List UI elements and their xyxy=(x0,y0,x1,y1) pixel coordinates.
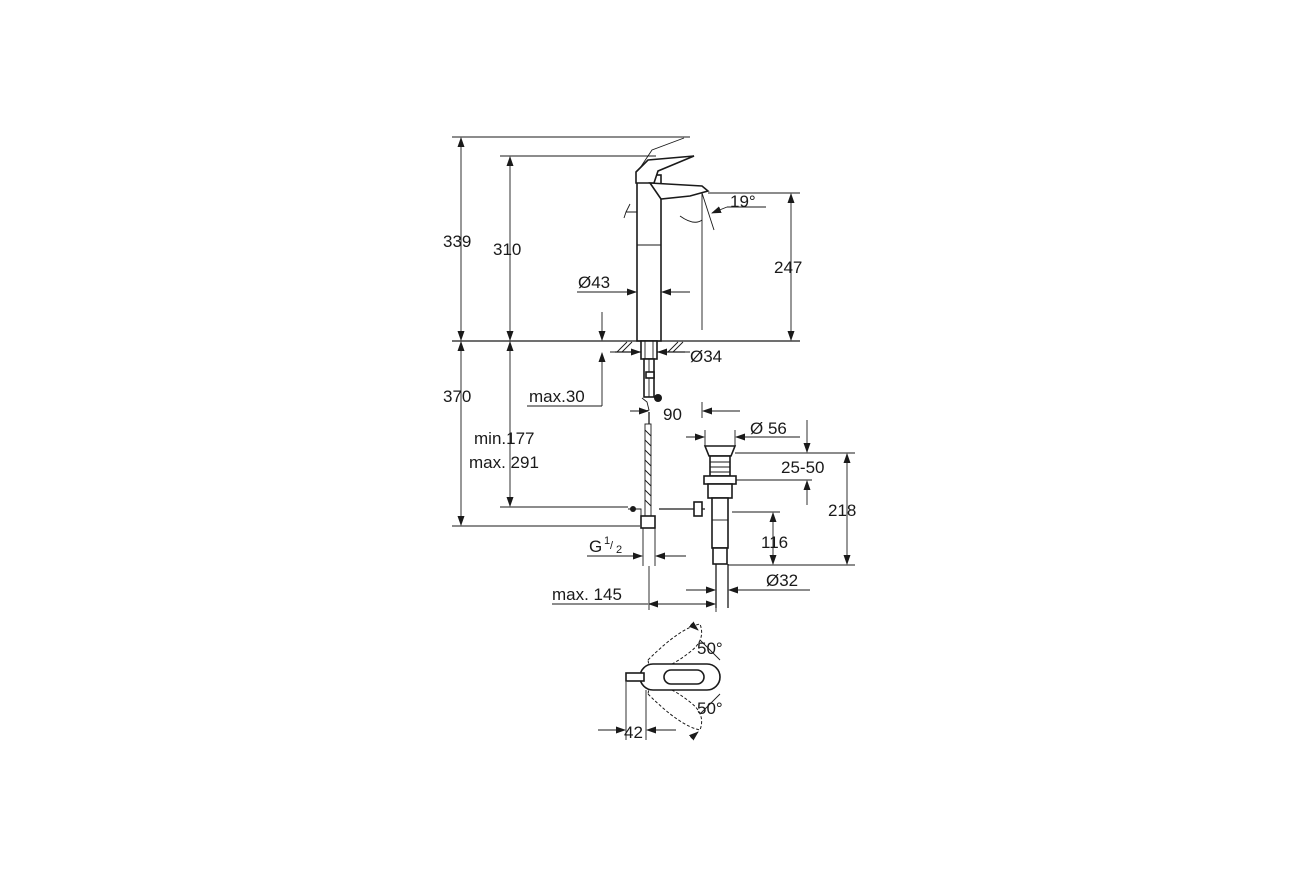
dimension-labels: 339 310 247 370 Ø43 19° Ø34 max.30 90 Ø … xyxy=(443,192,856,742)
label-connection-den: 2 xyxy=(616,544,622,556)
label-hole-diameter: Ø34 xyxy=(690,347,722,366)
flex-hose xyxy=(628,412,656,529)
label-370: 370 xyxy=(443,387,471,406)
pop-up-waste xyxy=(659,445,737,608)
label-connection-slash: / xyxy=(610,540,614,552)
label-339: 339 xyxy=(443,232,471,251)
label-waste-diameter: Ø 56 xyxy=(750,419,787,438)
label-deck-thickness: max.30 xyxy=(529,387,585,406)
faucet-body xyxy=(623,137,710,342)
label-plan-width: 42 xyxy=(624,723,643,742)
label-waste-range: 25-50 xyxy=(781,458,824,477)
label-310: 310 xyxy=(493,240,521,259)
label-247: 247 xyxy=(774,258,802,277)
label-connection-g: G xyxy=(589,537,602,556)
label-hose-max: max. 291 xyxy=(469,453,539,472)
label-connection-num: 1 xyxy=(604,535,610,547)
label-lever-angle-bottom: 50° xyxy=(697,699,723,718)
label-body-diameter: Ø43 xyxy=(578,273,610,292)
dimension-lines xyxy=(452,136,855,612)
label-waste-height: 218 xyxy=(828,501,856,520)
label-lever-angle-top: 50° xyxy=(697,639,723,658)
label-waste-lower: 116 xyxy=(761,533,788,552)
label-spout-angle: 19° xyxy=(730,192,756,211)
label-projection: 90 xyxy=(663,405,682,424)
mounting-hardware xyxy=(615,340,685,413)
label-hose-offset: max. 145 xyxy=(552,585,622,604)
label-tail-diameter: Ø32 xyxy=(766,571,798,590)
label-hose-min: min.177 xyxy=(474,429,534,448)
plan-view xyxy=(598,621,721,741)
